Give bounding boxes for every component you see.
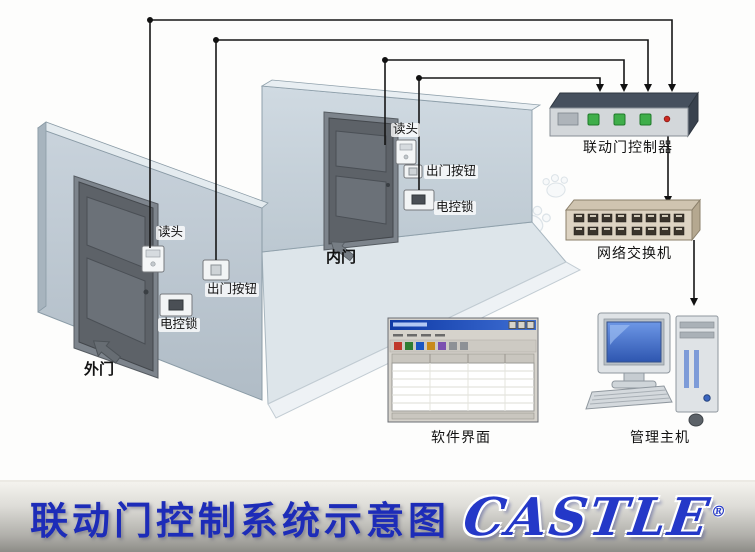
network-switch-label: 网络交换机: [597, 245, 672, 261]
inner-reader-device: [395, 139, 417, 165]
inner-reader-label: 读头: [391, 122, 421, 137]
bottom-banner: 联动门控制系统示意图 CASTLE®: [0, 480, 755, 552]
outer-exit-button-device: [202, 259, 230, 281]
outer-door-label: 外门: [84, 361, 115, 378]
brand-logo: CASTLE®: [460, 487, 730, 548]
inner-exit-button-label: 出门按钮: [424, 164, 479, 179]
back-wall-top: [260, 79, 542, 111]
brand-logo-text: CASTLE: [459, 486, 715, 548]
management-host-computer: [585, 312, 719, 427]
outer-door-arrow: [92, 340, 122, 364]
network-switch-device: [564, 198, 702, 242]
registered-mark: ®: [709, 502, 728, 521]
outer-lock-label: 电控锁: [158, 317, 200, 332]
outer-exit-button-label: 出门按钮: [205, 282, 260, 297]
inner-exit-button-device: [403, 164, 423, 179]
left-wall-edge: [37, 121, 47, 313]
software-window: [387, 317, 539, 423]
controller-device: [549, 91, 699, 138]
outer-reader-label: 读头: [156, 225, 186, 240]
diagram-title: 联动门控制系统示意图: [30, 500, 451, 543]
inner-door: [323, 111, 399, 251]
controller-label: 联动门控制器: [583, 139, 673, 155]
outer-lock-device: [159, 293, 193, 317]
software-ui-label: 软件界面: [431, 429, 491, 445]
inner-door-label: 内门: [326, 249, 357, 266]
outer-door: [73, 175, 159, 379]
inner-lock-label: 电控锁: [434, 200, 476, 215]
inner-door-arrow: [330, 241, 355, 262]
management-host-label: 管理主机: [630, 429, 690, 445]
outer-reader-device: [141, 245, 165, 273]
wire-junction-dots: [147, 17, 422, 81]
inner-lock-device: [403, 189, 435, 211]
